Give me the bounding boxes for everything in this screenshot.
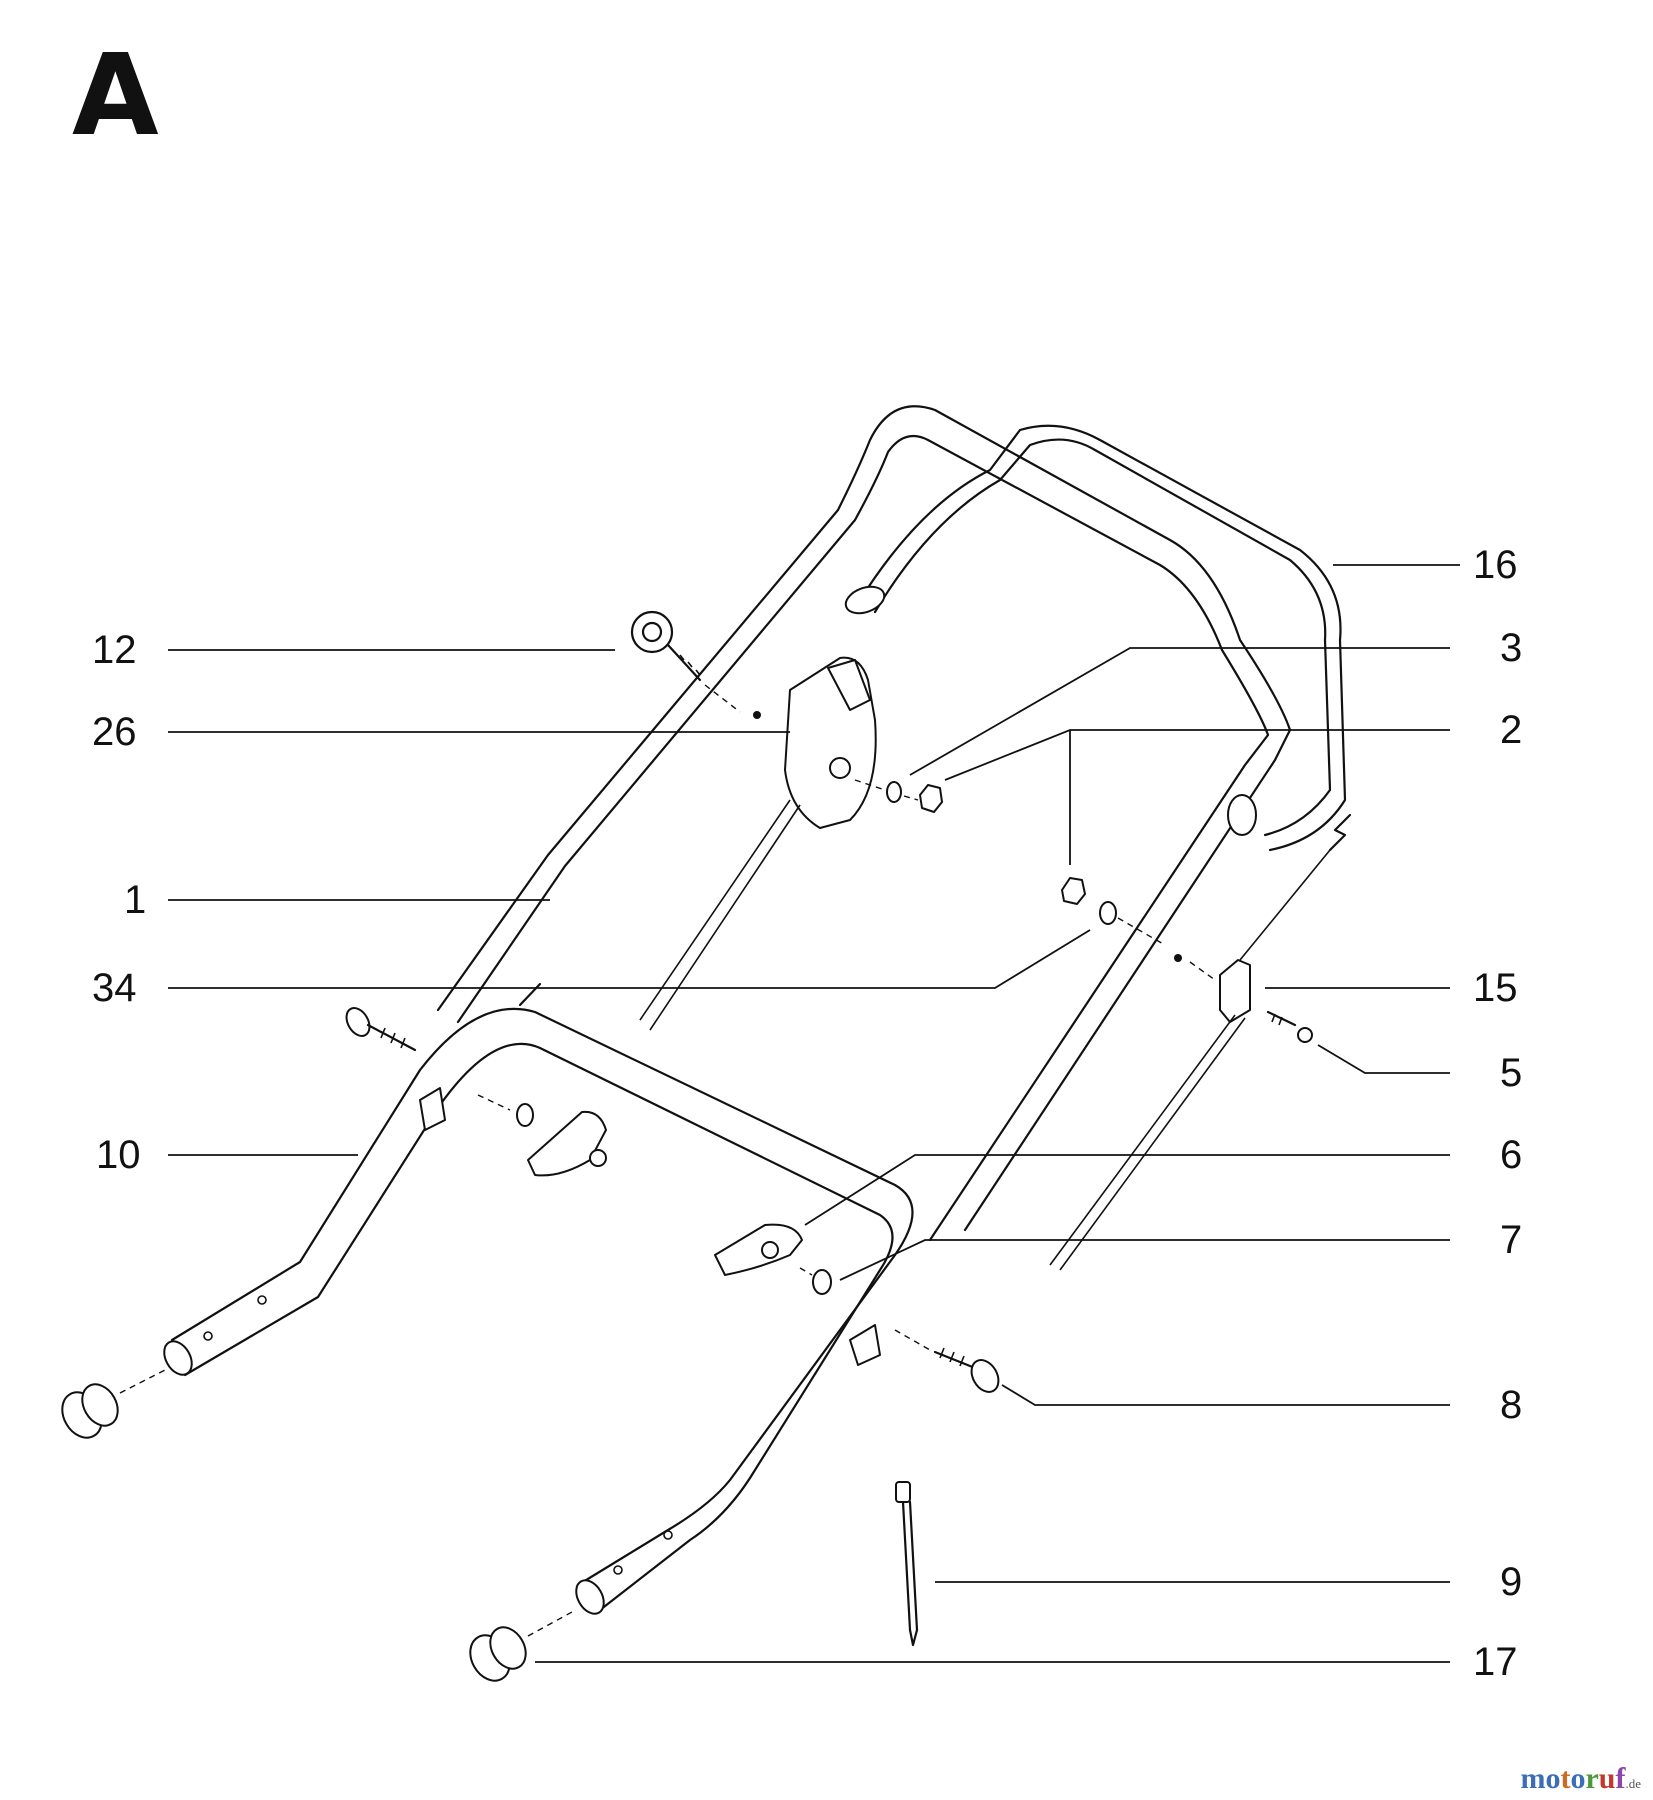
end-plug-right (469, 1611, 573, 1682)
callout-3: 3 (1500, 626, 1523, 670)
watermark-letter: o (1545, 1762, 1561, 1795)
callout-7: 7 (1500, 1218, 1523, 1262)
watermark-letter: r (1585, 1762, 1599, 1795)
callout-34: 34 (92, 966, 137, 1010)
callout-1: 1 (124, 878, 147, 922)
callout-10: 10 (96, 1133, 141, 1177)
motoruf-watermark: motoruf.de (1520, 1764, 1641, 1794)
lower-handle (163, 1007, 914, 1615)
washers-and-nuts (854, 779, 1182, 962)
cable-tie (895, 1481, 919, 1647)
watermark-letter: u (1598, 1762, 1616, 1795)
callout-15: 15 (1473, 966, 1518, 1010)
watermark-domain: .de (1625, 1776, 1641, 1791)
carriage-bolt-left (345, 1007, 534, 1131)
callout-8: 8 (1500, 1383, 1523, 1427)
callout-17: 17 (1473, 1640, 1518, 1684)
handle-knob-right (714, 1223, 832, 1295)
callout-2: 2 (1500, 708, 1523, 752)
callout-6: 6 (1500, 1133, 1523, 1177)
watermark-letter: f (1615, 1762, 1626, 1795)
callout-5: 5 (1500, 1051, 1523, 1095)
handle-knob-left (527, 1110, 607, 1177)
end-plug-left (61, 1369, 166, 1439)
watermark-letter: m (1520, 1762, 1546, 1795)
callout-26: 26 (92, 710, 137, 754)
callout-9: 9 (1500, 1560, 1523, 1604)
hook-bolt (630, 610, 741, 713)
callout-16: 16 (1473, 543, 1518, 587)
watermark-letter: o (1570, 1762, 1586, 1795)
leader-lines (168, 564, 1460, 1663)
section-label: A (72, 31, 159, 161)
cable-clip (1049, 813, 1352, 1271)
throttle-lever (639, 656, 877, 1031)
callout-12: 12 (92, 628, 137, 672)
watermark-letter: t (1560, 1762, 1571, 1795)
control-bail (844, 424, 1347, 852)
upper-handle (436, 405, 1292, 1242)
carriage-bolt-right (849, 1324, 1000, 1393)
